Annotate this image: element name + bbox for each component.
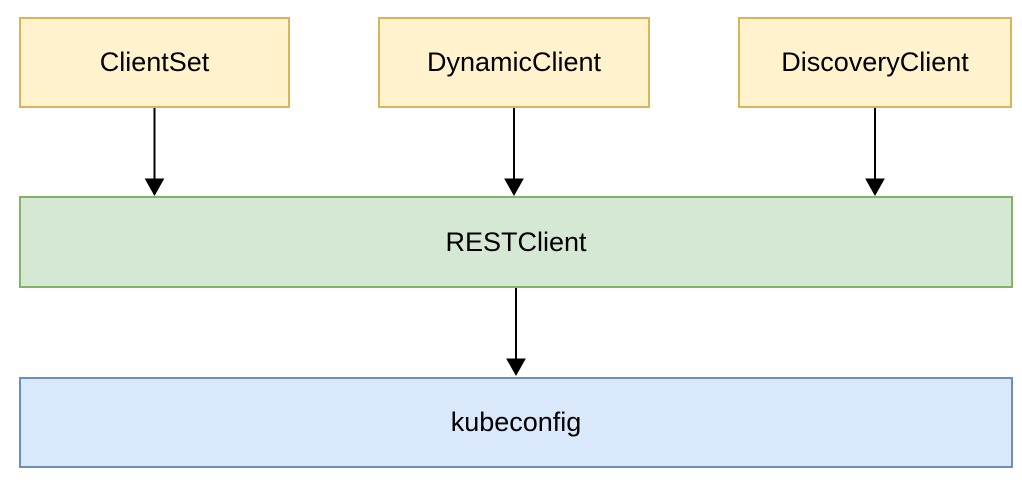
node-kubeconfig-label: kubeconfig bbox=[450, 407, 582, 437]
node-clientset-label: ClientSet bbox=[99, 47, 210, 77]
node-dynamicclient: DynamicClient bbox=[378, 17, 650, 108]
node-discoveryclient: DiscoveryClient bbox=[738, 17, 1012, 108]
arrow-restclient-to-kubeconfig bbox=[506, 288, 526, 377]
node-restclient: RESTClient bbox=[19, 196, 1013, 288]
node-restclient-label: RESTClient bbox=[445, 226, 587, 257]
node-kubeconfig: kubeconfig bbox=[19, 377, 1013, 468]
arrow-clientset-to-restclient bbox=[144, 108, 165, 197]
node-clientset: ClientSet bbox=[19, 17, 290, 108]
node-discoveryclient-label: DiscoveryClient bbox=[781, 47, 969, 77]
arrow-discoveryclient-to-restclient bbox=[865, 108, 885, 197]
node-dynamicclient-label: DynamicClient bbox=[426, 47, 602, 77]
arrow-dynamicclient-to-restclient bbox=[504, 108, 524, 197]
